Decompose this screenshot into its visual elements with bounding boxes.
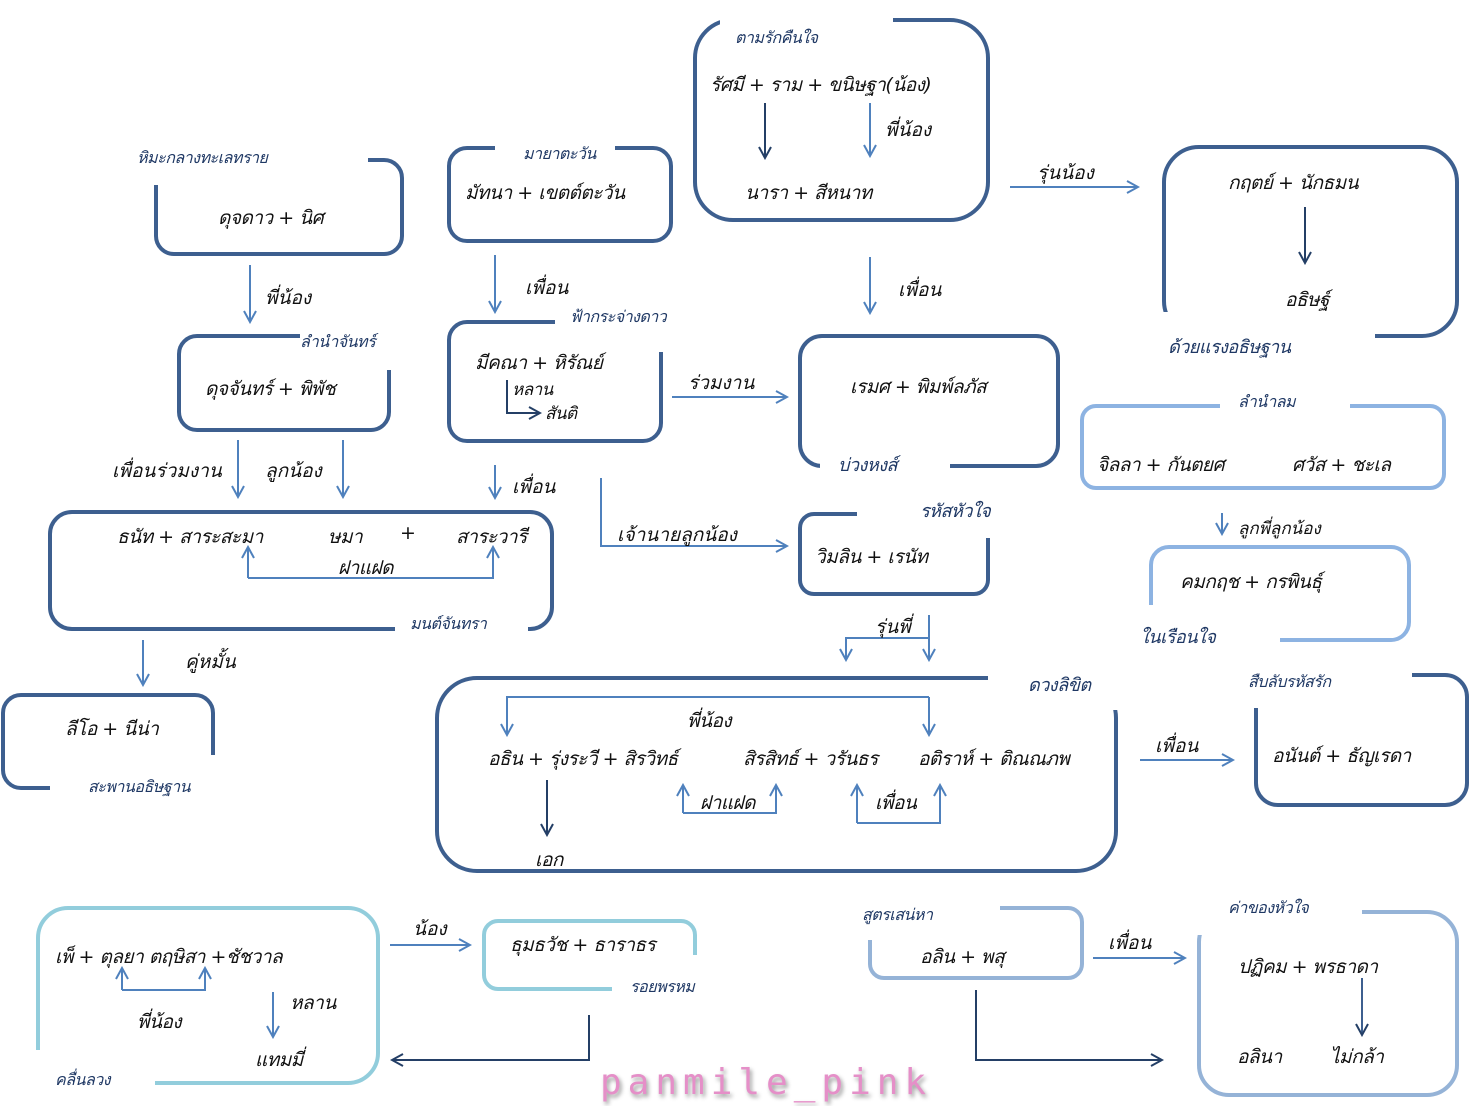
child-fah: สันติ [545,404,577,424]
rel-tamrak: พี่น้อง [885,119,932,141]
box-title-lamnam-lom: ลำนำลม [1238,392,1296,411]
couple1-mon: ธนัท + สาระสะมา [117,526,263,548]
couple1-lamnam-lom: จิลลา + กันตยศ [1097,454,1225,476]
couple-lamnam-jan: ดุจจันทร์ + พิพัช [205,378,336,400]
group2-duang: สิรสิทธ์ + วรันธร [743,748,878,770]
link-label-maya-fah: เพื่อน [525,277,569,299]
twins-bracket-mon [248,547,493,579]
box-khluen [36,906,380,1085]
box-title-lamnam-jan: ลำนำจันทร์ [300,332,376,351]
couple-kha: ปฏิคม + พรธาดา [1238,956,1378,978]
box-title-suep: สืบลับรหัสรัก [1248,672,1331,691]
arrow-fah-rahat [600,478,787,546]
couple-roi: ธุมธวัช + ธาราธร [510,934,656,956]
rel-mon: ฝาแฝด [338,557,394,579]
child1-kha: อลินา [1237,1046,1282,1068]
link-label-sut-kha: เพื่อน [1108,932,1152,954]
box-title-maya: มายาตะวัน [523,144,596,163]
box-title-roi: รอยพรหม [630,977,695,996]
group1-duang: อธิน + รุ่งระวี + สิรวิทธ์ [488,748,678,770]
couple2-lamnam-lom: ศวัส + ชะเล [1292,454,1391,476]
link-label-fah-rahat: เจ้านายลูกน้อง [617,524,737,546]
link-label-subordinate: ลูกน้อง [265,460,322,482]
rel-twins-duang: ฝาแฝด [700,792,756,814]
friend-bracket-duang [857,785,940,824]
child-khluen: แทมมี่ [255,1049,303,1071]
couple-suep: อนันต์ + ธัญเรดา [1272,745,1411,767]
box-title-saphan: สะพานอธิษฐาน [88,777,191,796]
couple-tamrak: รัศมี + ราม + ขนิษฐา(น้อง) [710,74,932,96]
box-title-tamrak: ตามรักคืนใจ [735,28,818,47]
sibling-bracket-duang-left [507,696,929,735]
link-label-khluen-roi: น้อง [413,918,447,940]
rel-khluen: พี่น้อง [137,1011,182,1033]
box-title-sut: สูตรเสน่หา [862,905,933,924]
rel-friend-duang: เพื่อน [875,792,917,814]
couple-khluen: เพ็ + ตุลยา ตฤษิสา +ชัชวาล [55,946,283,968]
couple-buang: เรมศ + พิมพ์ลภัส [850,376,987,398]
arrow-sut-kha-child [975,990,1162,1060]
couple-sut: อลิน + พสุ [920,946,1005,968]
sibling-bracket-khluen [122,968,205,991]
name1-mon: ษมา [328,526,363,548]
box-title-kha: ค่าของหัวใจ [1228,898,1309,917]
box-mon [48,510,554,631]
link-label-hima-lamnam: พี่น้อง [265,287,312,309]
link-label-mon-saphan: คู่หมั้น [185,651,236,673]
box-duang [435,676,1118,873]
link-label-lom-ruen: ลูกพี่ลูกน้อง [1238,519,1321,539]
box-title-hima: หิมะกลางทะเลทราย [137,148,268,167]
child2-kha: ไม่กล้า [1330,1046,1384,1068]
couple-nai-ruen: คมกฤช + กรพินธุ์ [1180,571,1322,593]
box-title-duang: ดวงลิขิต [1028,675,1091,696]
couple-maya: มัทนา + เขตต์ตะวัน [465,182,625,204]
box-title-fah: ฟ้ากระจ่างดาว [570,307,667,326]
child-duang: เอก [535,849,563,871]
link-label-tamrak-buang: เพื่อน [898,279,942,301]
child-duay: อธิษฐ์ [1285,289,1330,311]
couple-rahat: วิมลิน + เรนัท [815,546,928,568]
arrow-fah-grandchild [506,380,540,413]
arrow-roi-khluen [392,1015,590,1060]
box-lamnam-jan [177,334,391,432]
arrow-rahat-duang-left [846,637,929,660]
link-label-duang-suep: เพื่อน [1155,735,1199,757]
box-title-buang: บ่วงหงส์ [838,455,897,476]
rel-fah: หลาน [512,380,553,400]
box-title-duay: ด้วยแรงอธิษฐาน [1168,337,1291,358]
watermark: panmile_pink [600,1062,933,1103]
couple-duay: กฤตย์ + นักธมน [1228,172,1359,194]
twins-bracket-duang [683,785,776,814]
box-title-rahat: รหัสหัวใจ [920,501,991,522]
box-title-mon: มนต์จันทรา [410,614,487,633]
couple-saphan: ลีโอ + นีน่า [65,718,159,740]
box-title-khluen: คลื่นลวง [55,1070,111,1089]
couple-hima: ดุจดาว + นิศ [218,207,324,229]
plus-mon: + [400,522,416,544]
link-label-fah-buang: ร่วมงาน [688,372,755,394]
name2-mon: สาระวารี [456,526,527,548]
link-label-coworker: เพื่อนร่วมงาน [112,460,222,482]
link-label-fah-mon: เพื่อน [512,476,556,498]
children-tamrak: นารา + สีหนาท [745,182,872,204]
couple-fah: มีคณา + หิรัณย์ [475,352,603,374]
group3-duang: อติราห์ + ติณณภพ [918,748,1070,770]
link-label-tamrak-duay: รุ่นน้อง [1037,162,1094,184]
link-label-rahat-duang: รุ่นพี่ [875,616,911,638]
rel-top-duang: พี่น้อง [687,710,732,732]
box-title-nai-ruen: ในเรือนใจ [1140,627,1216,648]
rel2-khluen: หลาน [290,992,336,1014]
